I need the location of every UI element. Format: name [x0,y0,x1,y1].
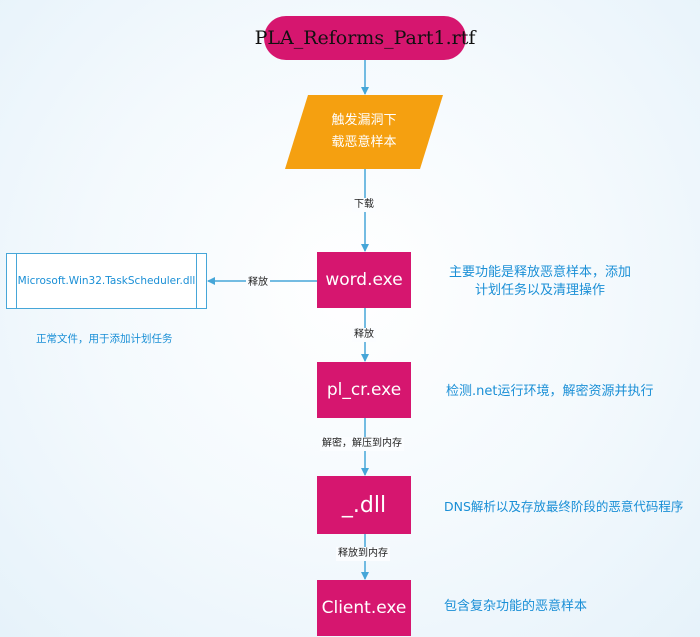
start-node-rtf: PLA_Reforms_Part1.rtf [255,16,475,60]
trigger-text-line2: 载恶意样本 [331,135,397,150]
edge-label-download: 下载 [352,198,376,212]
right-border-bar [196,254,197,308]
trigger-parallelogram-shape [285,95,443,169]
note-word-line2: 计划任务以及清理操作 [474,283,605,298]
trigger-text-line1: 触发漏洞下 [331,113,397,128]
note-dll: DNS解析以及存放最终阶段的恶意代码程序 [444,499,684,514]
edge-label-release-memory: 释放到内存 [336,547,390,561]
dll-node: _.dll [317,476,411,534]
edge-label-release-left: 释放 [246,276,270,290]
edge-label-release-down: 释放 [352,328,376,342]
edge-label-decrypt: 解密，解压到内存 [320,437,404,451]
note-word-line1: 主要功能是释放恶意样本，添加 [448,265,631,280]
trigger-node: 触发漏洞下 载恶意样本 [300,95,428,169]
note-word-exe: 主要功能是释放恶意样本，添加 计划任务以及清理操作 [440,264,640,300]
note-scheduler-dll: 正常文件，用于添加计划任务 [36,333,173,345]
word-exe-node: word.exe [317,252,411,308]
task-scheduler-dll-node: Microsoft.Win32.TaskScheduler.dll [6,253,207,309]
note-pl-cr: 检测.net运行环境，解密资源并执行 [446,384,654,399]
task-scheduler-dll-label: Microsoft.Win32.TaskScheduler.dll [17,275,196,287]
note-client: 包含复杂功能的恶意样本 [444,599,588,614]
left-border-bar [16,254,17,308]
client-exe-node: Client.exe [317,580,411,636]
pl-cr-exe-node: pl_cr.exe [317,362,411,418]
